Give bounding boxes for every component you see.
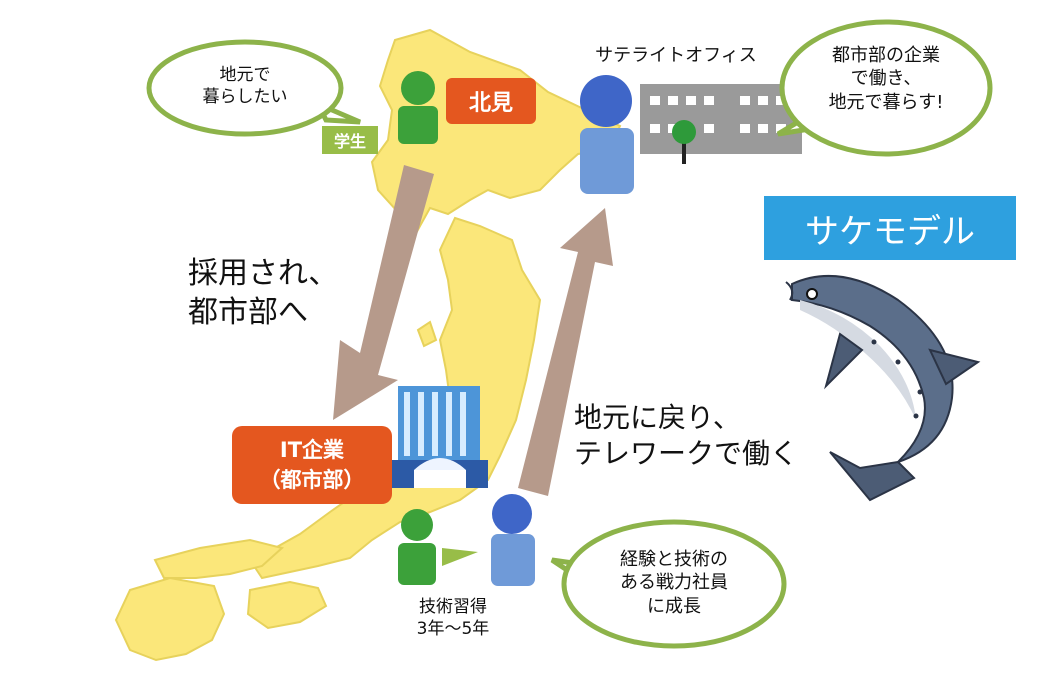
skilled-worker-head: [492, 494, 532, 534]
tower-stripe: [460, 392, 466, 456]
sado-island-shape: [416, 320, 438, 348]
model-title-badge: サケモデル: [764, 196, 1016, 260]
skilled-worker-figure: [491, 494, 535, 586]
office-window: [650, 96, 660, 105]
office-building-icon: [640, 84, 802, 164]
office-window: [758, 96, 768, 105]
kitami-badge: 北見: [446, 78, 536, 124]
office-window: [686, 96, 696, 105]
worker-head: [580, 75, 632, 127]
bubble-text-growth: 経験と技術の ある戦力社員 に成長: [620, 549, 728, 617]
salmon-belly: [800, 300, 916, 420]
tree-icon: [672, 120, 696, 164]
salmon-spot: [913, 413, 919, 419]
bubble-satellite-worker: [776, 19, 993, 157]
city-entrance: [414, 470, 466, 488]
chugoku-shape: [153, 538, 285, 579]
tower-stripe: [404, 392, 410, 456]
salmon-pectoral-fin: [824, 332, 864, 390]
bubble-body: [779, 19, 993, 157]
office-wall: [640, 84, 802, 154]
salmon-eye: [806, 288, 818, 300]
office-window: [704, 124, 714, 133]
arrow-return-home: [518, 208, 613, 496]
office-window: [668, 96, 678, 105]
bubble-growth: [550, 519, 787, 649]
trainee-body: [398, 543, 436, 585]
salmon-spot: [917, 389, 923, 395]
return-telework-caption: 地元に戻り、 テレワークで働く: [574, 401, 799, 471]
tree-trunk: [682, 138, 686, 164]
trainee-figure: [398, 509, 436, 585]
office-window: [776, 124, 786, 133]
hired-caption: 採用され、 都市部へ: [188, 256, 339, 330]
bubble-body: [561, 519, 787, 649]
student-head: [401, 71, 435, 105]
bubble-text-satellite-worker: 都市部の企業 で働き、 地元で暮らす!: [828, 45, 944, 113]
city-building-icon: [390, 386, 488, 488]
salmon-tail: [829, 451, 916, 502]
tower-stripe: [418, 392, 424, 456]
trainee-head: [401, 509, 433, 541]
skilled-worker-body: [491, 534, 535, 586]
salmon-spot: [895, 359, 901, 365]
office-window: [650, 124, 660, 133]
salmon-dorsal-fin: [928, 348, 981, 386]
student-figure-kitami: [398, 71, 438, 144]
student-body: [398, 106, 438, 144]
city-tower: [398, 386, 480, 460]
skill-period-caption: 技術習得 3年〜5年: [416, 597, 490, 640]
worker-body: [580, 128, 634, 194]
growth-flag-icon: [442, 548, 478, 566]
office-window: [740, 96, 750, 105]
salmon-body: [791, 274, 954, 463]
office-window: [704, 96, 714, 105]
office-window: [776, 96, 786, 105]
tree-foliage: [672, 120, 696, 144]
city-dome: [414, 458, 466, 470]
salmon-icon: [785, 274, 981, 502]
arrow-to-city: [333, 165, 434, 420]
tower-stripe: [446, 392, 452, 456]
kyushu-shape: [114, 576, 226, 662]
office-window: [758, 124, 768, 133]
satellite-office-label: サテライトオフィス: [595, 45, 757, 66]
shikoku-shape: [246, 580, 328, 630]
salmon-spot: [871, 339, 877, 345]
city-tower-stripes: [404, 392, 466, 456]
salmon-mouth: [785, 281, 794, 301]
tower-stripe: [432, 392, 438, 456]
student-badge: 学生: [322, 126, 378, 154]
bubble-student-wish: [146, 39, 361, 137]
worker-figure-satellite: [580, 75, 634, 194]
bubble-text-student-wish: 地元で 暮らしたい: [202, 65, 288, 108]
it-company-badge: IT企業 （都市部）: [232, 426, 392, 504]
office-window: [740, 124, 750, 133]
bubble-body: [146, 39, 344, 137]
